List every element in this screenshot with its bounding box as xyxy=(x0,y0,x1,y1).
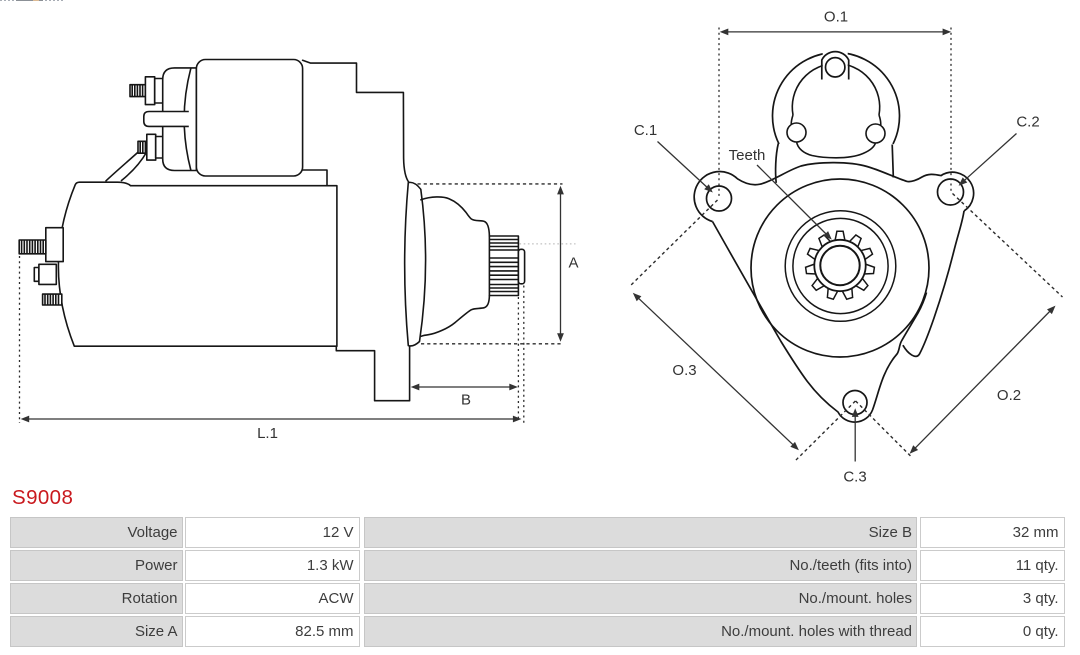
svg-text:C.2: C.2 xyxy=(1016,114,1039,131)
svg-text:L.1: L.1 xyxy=(257,425,278,442)
svg-text:A: A xyxy=(568,255,578,272)
svg-text:B: B xyxy=(461,392,471,409)
svg-text:O.1: O.1 xyxy=(824,9,848,26)
svg-text:O.3: O.3 xyxy=(672,362,696,379)
svg-text:C.1: C.1 xyxy=(634,122,657,139)
svg-text:C.3: C.3 xyxy=(843,469,866,486)
svg-text:Teeth: Teeth xyxy=(729,147,766,164)
svg-text:O.2: O.2 xyxy=(997,387,1021,404)
